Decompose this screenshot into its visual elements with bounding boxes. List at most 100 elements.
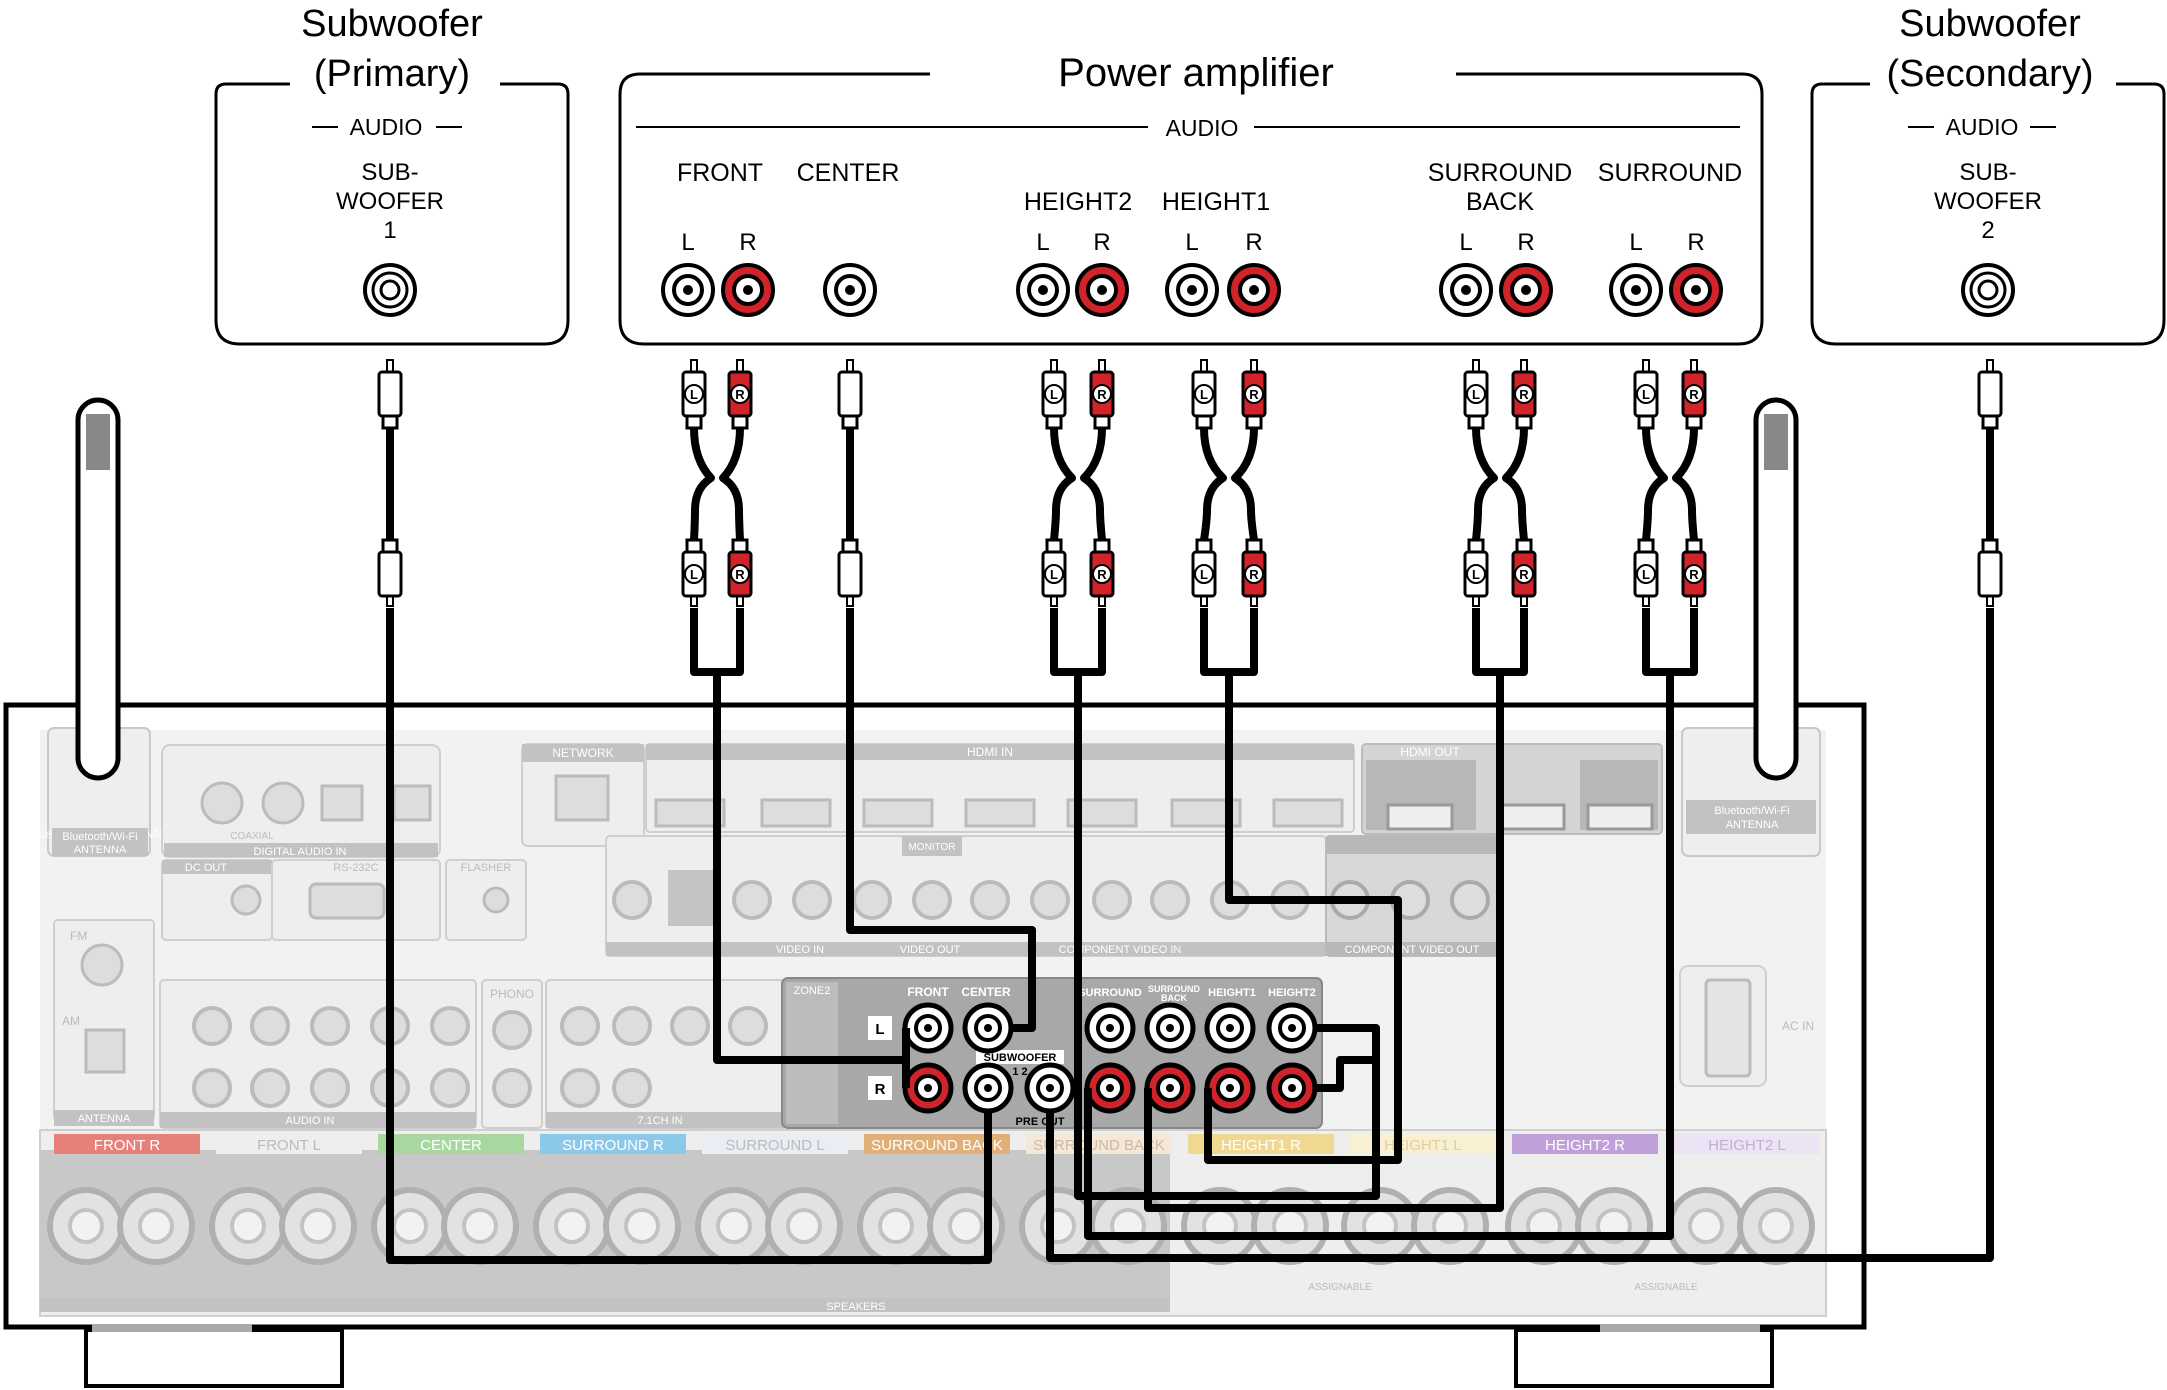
video-out-label: VIDEO OUT — [900, 944, 961, 956]
height1-cable-r — [1231, 427, 1258, 541]
subwoofer-primary-jack — [363, 263, 417, 317]
center-top-plug — [837, 359, 863, 430]
subwoofer-secondary-title-1: Subwoofer — [1899, 3, 2081, 45]
front-r-label: R — [739, 229, 756, 256]
video-in-label: VIDEO IN — [776, 944, 824, 956]
svg-text:L: L — [1472, 387, 1480, 402]
route-height1 — [1204, 672, 1402, 1164]
height1-bottom-l-plug: L — [1191, 538, 1217, 607]
svg-text:L: L — [1200, 387, 1208, 402]
subwoofer-secondary-box: Subwoofer (Secondary) AUDIO SUB- WOOFER … — [1810, 3, 2166, 346]
height1-r-label: R — [1245, 229, 1262, 256]
speaker-label-front-r: FRONT R — [94, 1137, 161, 1154]
route-sub1 — [386, 608, 992, 1264]
power-amplifier-audio-label: AUDIO — [1166, 115, 1239, 141]
front-bottom-l-plug: L — [681, 538, 707, 607]
surround-top-l-plug: L — [1633, 359, 1659, 430]
power-amplifier-title: Power amplifier — [1058, 51, 1334, 95]
rs232c-label: RS-232C — [333, 862, 378, 874]
pre-out-label: PRE OUT — [1016, 1116, 1065, 1128]
surround-r-label: R — [1687, 229, 1704, 256]
svg-text:L: L — [1472, 567, 1480, 582]
subwoofer-secondary-title-2: (Secondary) — [1887, 53, 2094, 95]
speaker-label-height2-r: HEIGHT2 R — [1545, 1137, 1625, 1154]
preout-height2-label: HEIGHT2 — [1268, 987, 1316, 999]
subwoofer-secondary-jack-label-1: SUB- — [1959, 159, 2016, 186]
flasher-label: FLASHER — [461, 862, 512, 874]
monitor-label: MONITOR — [908, 842, 955, 853]
surround-back-r-label: R — [1517, 229, 1534, 256]
speaker-label-surround-back-r: SURROUND BACK — [871, 1137, 1003, 1154]
svg-text:R: R — [735, 387, 745, 402]
receiver-foot-right — [1514, 1328, 1774, 1388]
antenna-bottom-label: ANTENNA — [78, 1113, 131, 1125]
height1-l-label: L — [1185, 229, 1198, 256]
hdmi-out-label: HDMI OUT — [1400, 745, 1460, 759]
audio-in-label: AUDIO IN — [286, 1115, 335, 1127]
svg-text:Bluetooth/Wi-Fi: Bluetooth/Wi-Fi — [62, 831, 137, 843]
surround-tail — [1642, 608, 1698, 676]
surround-l-label: L — [1629, 229, 1642, 256]
speakers-label: SPEAKERS — [826, 1301, 885, 1313]
route-surround — [1084, 672, 1674, 1240]
zone2-label: ZONE2 — [794, 985, 831, 997]
assignable-label-1: ASSIGNABLE — [1308, 1282, 1372, 1293]
subwoofer-primary-title-1: Subwoofer — [301, 3, 483, 45]
height2-top-l-plug: L — [1041, 359, 1067, 430]
subwoofer-secondary-jack — [1961, 263, 2015, 317]
svg-text:R: R — [1249, 567, 1259, 582]
route-center — [846, 608, 1036, 1032]
antenna-left — [75, 397, 121, 781]
subwoofer-primary-audio-label: AUDIO — [350, 114, 423, 140]
preout-surround-label: SURROUND — [1078, 987, 1142, 999]
preout-center-label: CENTER — [961, 985, 1011, 999]
svg-text:R: R — [1689, 387, 1699, 402]
svg-text:ANTENNA: ANTENNA — [74, 844, 127, 856]
surroundback-top-l-plug: L — [1463, 359, 1489, 430]
height1-cable-l — [1200, 427, 1227, 541]
assignable-label-2: ASSIGNABLE — [1634, 1282, 1698, 1293]
hdmi-in-label: HDMI IN — [967, 745, 1013, 759]
receiver-foot-left — [84, 1328, 344, 1388]
subwoofer-primary-jack-label-2: WOOFER — [336, 188, 444, 215]
surroundback-cable-r — [1502, 427, 1528, 541]
height1-top-l-plug: L — [1191, 359, 1217, 430]
component-video-out-label: COMPONENT VIDEO OUT — [1345, 944, 1480, 956]
speaker-label-height1-r: HEIGHT1 R — [1221, 1137, 1301, 1154]
surroundback-top-r-plug: R — [1511, 359, 1537, 430]
height1-tail — [1200, 608, 1258, 676]
svg-text:R: R — [1249, 387, 1259, 402]
height2-tail — [1050, 608, 1106, 676]
route-sub2 — [1046, 608, 1994, 1262]
svg-text:R: R — [1097, 567, 1107, 582]
surroundback-bottom-r-plug: R — [1511, 538, 1537, 607]
svg-text:R: R — [735, 567, 745, 582]
svg-text:R: R — [1689, 567, 1699, 582]
front-l-label: L — [681, 229, 694, 256]
channel-surround-back-label-2: BACK — [1466, 188, 1534, 216]
subwoofer-primary-box: Subwoofer (Primary) AUDIO SUB- WOOFER 1 — [214, 3, 570, 346]
antenna-right — [1753, 397, 1799, 781]
network-label: NETWORK — [552, 746, 613, 760]
subwoofer-primary-jack-label-3: 1 — [383, 217, 396, 244]
speaker-label-surround-l: SURROUND L — [725, 1137, 824, 1154]
subwoofer-secondary-jack-label-3: 2 — [1981, 217, 1994, 244]
channel-height1-label: HEIGHT1 — [1162, 188, 1270, 216]
speaker-label-height1-l: HEIGHT1 L — [1384, 1137, 1462, 1154]
ac-in-label: AC IN — [1782, 1019, 1814, 1033]
preout-sub-numbers: 1 2 — [1012, 1066, 1027, 1078]
channel-center-label: CENTER — [797, 159, 900, 187]
preout-height1-label: HEIGHT1 — [1208, 987, 1256, 999]
height1-top-r-plug: R — [1241, 359, 1267, 430]
front-top-r-plug: R — [727, 359, 753, 430]
svg-text:BACK: BACK — [1161, 993, 1187, 1003]
coaxial-label: COAXIAL — [230, 831, 274, 842]
surroundback-bottom-l-plug: L — [1463, 538, 1489, 607]
route-front-l — [713, 672, 910, 1064]
surround-bottom-l-plug: L — [1633, 538, 1659, 607]
svg-text:L: L — [1642, 567, 1650, 582]
svg-text:L: L — [690, 387, 698, 402]
front-cable-r — [719, 427, 744, 541]
am-label: AM — [62, 1014, 80, 1028]
